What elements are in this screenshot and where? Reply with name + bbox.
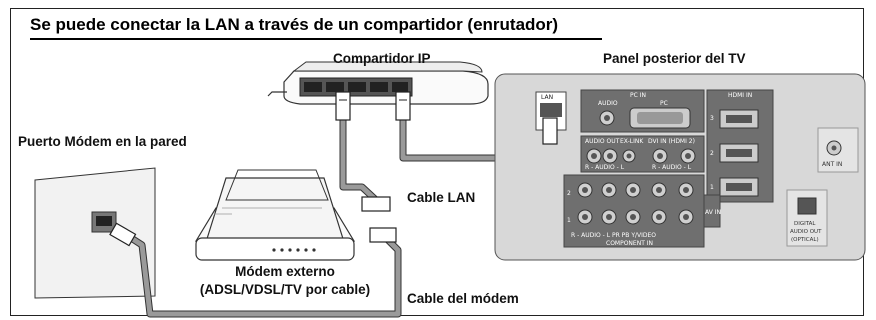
tv-rear-panel: LAN PC IN AUDIO PC AUDIO OUT EX-LINK DVI… <box>494 73 866 261</box>
row-2-label: 2 <box>567 190 571 197</box>
hdmi-in-label: HDMI IN <box>728 92 752 99</box>
hdmi-2-label: 2 <box>710 150 714 157</box>
audio-out-label: AUDIO OUT <box>585 138 620 145</box>
pc-in-label: PC IN <box>630 92 646 99</box>
router-lan-plug-2 <box>395 91 411 121</box>
component-in-label: COMPONENT IN <box>606 240 653 247</box>
lan-cable-label: Cable LAN <box>407 190 476 205</box>
modem-cable-label: Cable del módem <box>407 291 519 306</box>
page-title: Se puede conectar la LAN a través de un … <box>30 15 559 34</box>
modem-label-line1: Módem externo <box>235 264 335 279</box>
dvi-in-label: DVI IN (HDMI 2) <box>648 138 695 145</box>
modem-cable-plug <box>369 227 397 243</box>
router-illustration <box>267 61 489 121</box>
router-lan-plug-1 <box>335 91 351 121</box>
tv-lan-label: LAN <box>541 94 553 101</box>
av-in-label: AV IN <box>705 209 721 216</box>
wall-port-label: Puerto Módem en la pared <box>18 134 187 149</box>
router-label: Compartidor IP <box>333 51 431 66</box>
wall-illustration <box>34 167 156 299</box>
pc-label: PC <box>660 100 668 107</box>
ant-in-label: ANT IN <box>822 161 842 168</box>
modem-illustration <box>109 169 397 261</box>
hdmi-3-label: 3 <box>710 115 714 122</box>
audio-lr-label-1: R - AUDIO - L <box>585 164 625 171</box>
tv-lan-plug <box>542 117 558 145</box>
audio-lr-label-2: R - AUDIO - L <box>652 164 692 171</box>
title-underline <box>30 38 602 40</box>
audio-label: AUDIO <box>598 100 618 107</box>
modem-lan-plug <box>361 196 391 212</box>
ex-link-label: EX-LINK <box>620 138 644 145</box>
row-1-label: 1 <box>567 217 571 224</box>
hdmi-1-label: 1 <box>710 184 714 191</box>
digital-audio-out-label: AUDIO OUT <box>790 229 822 235</box>
digital-label: DIGITAL <box>794 221 816 227</box>
optical-label: (OPTICAL) <box>791 237 819 243</box>
modem-label-line2: (ADSL/VDSL/TV por cable) <box>199 282 371 297</box>
wall-plug <box>109 222 137 247</box>
tv-panel-label: Panel posterior del TV <box>603 51 746 66</box>
component-row-label: R - AUDIO - L PR PB Y/VIDEO <box>571 232 656 239</box>
